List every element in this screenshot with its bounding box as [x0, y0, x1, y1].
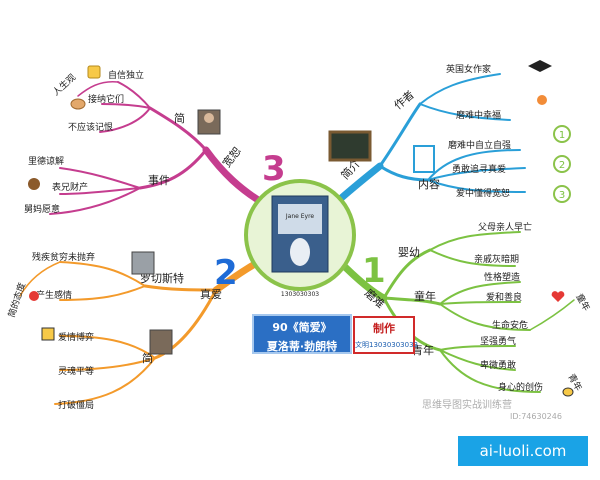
svg-text:1: 1: [559, 130, 565, 141]
thumbs-up-icon: [87, 65, 101, 79]
credit-id: 文明13030303033: [355, 341, 418, 349]
content-mark-2: 2: [553, 155, 571, 173]
hardship-youth-side: 童年: [573, 292, 592, 314]
hardship-youth-item-3: 生命安危: [492, 319, 528, 331]
love-jane-item-2: 灵魂平等: [58, 365, 94, 377]
branch-number-3: 3: [262, 149, 286, 189]
intro-content-item-3: 爱中懂得宽恕: [456, 187, 510, 199]
hardship-child-item-1: 父母亲人早亡: [478, 221, 532, 233]
chalkboard-icon: [328, 130, 372, 162]
hardship-child-item-2: 亲戚灰暗期: [474, 253, 519, 265]
content-mark-1: 1: [553, 125, 571, 143]
heart-icon: [29, 291, 39, 301]
clipboard-icon: [413, 145, 435, 173]
watermark-id: ID:74630246: [510, 412, 562, 421]
site-banner: ai-luoli.com: [458, 436, 588, 466]
love-rochester-item-2: 产生感情: [36, 289, 72, 301]
hardship-teen-item-1: 坚强勇气: [480, 335, 516, 347]
portrait-icon: [149, 329, 173, 355]
forgive-event-item-3: 舅妈愿意: [24, 203, 60, 215]
heart-icon: [551, 291, 565, 302]
intro-content-node: 内容: [418, 177, 440, 191]
svg-text:2: 2: [559, 160, 565, 171]
center-node: Jane Eyre 1303030303: [244, 179, 356, 298]
book-title-text: Jane Eyre: [285, 213, 315, 220]
content-mark-3: 3: [553, 185, 571, 203]
branch-true-love-label: 真爱: [200, 287, 222, 301]
flower-icon: [537, 95, 547, 105]
watermark-text: 思维导图实战训练营: [422, 400, 512, 411]
love-jane-item-3: 打破僵局: [58, 399, 94, 411]
intro-author-item-1: 英国女作家: [446, 63, 491, 75]
book-title-line-1: 90《简爱》: [272, 321, 332, 334]
hardship-youth-node: 童年: [414, 289, 436, 303]
hardship-teen-item-3: 身心的创伤: [498, 381, 543, 393]
intro-content-item-1: 磨难中自立自强: [448, 139, 511, 151]
book-title-line-2: 夏洛蒂·勃朗特: [266, 340, 338, 353]
portrait-icon: [197, 109, 221, 135]
credit-box: 制作 文明13030303033: [353, 316, 418, 354]
book-title-box: 90《简爱》 夏洛蒂·勃朗特: [252, 314, 352, 354]
branch-number-1: 1: [362, 251, 386, 291]
love-rochester-side: 简的态度: [5, 281, 28, 319]
love-rochester-item-1: 残疾贫穷未抛弃: [32, 251, 95, 263]
money-bag-icon: [28, 178, 40, 190]
forgive-jane-side: 人生观: [50, 71, 78, 98]
couple-icon: [131, 251, 155, 275]
graduation-cap-icon: [528, 60, 552, 72]
forgive-jane-item-2: 接纳它们: [88, 93, 124, 105]
love-jane-node: 简: [142, 351, 153, 365]
forgive-event-item-1: 里德谅解: [28, 155, 64, 167]
hardship-child-node: 婴幼: [398, 246, 420, 259]
credit-label: 制作: [373, 322, 395, 335]
bee-icon: [41, 327, 55, 341]
forgive-jane-item-1: 自信独立: [108, 69, 144, 81]
forgive-event-item-2: 表兄财产: [52, 181, 88, 193]
svg-text:3: 3: [559, 190, 565, 201]
forgive-jane-item-3: 不应该记恨: [68, 121, 113, 133]
intro-author-item-2: 磨难中幸福: [456, 109, 501, 121]
forgive-jane-node: 简: [174, 111, 185, 125]
hardship-teen-item-2: 卑微勇敢: [480, 359, 516, 371]
hardship-youth-item-2: 爱和善良: [486, 291, 522, 303]
handshake-icon: [70, 98, 86, 110]
bee-icon: [562, 387, 574, 397]
love-jane-item-1: 爱情博弈: [58, 331, 94, 343]
forgive-event-node: 事件: [148, 174, 170, 187]
intro-content-item-2: 勇敢追寻真爱: [452, 163, 506, 175]
hardship-teen-node: 青年: [412, 343, 434, 357]
branch-number-2: 2: [214, 253, 238, 293]
intro-author-node: 作者: [392, 88, 417, 112]
book-caption: 1303030303: [281, 291, 319, 298]
hardship-youth-item-1: 性格塑造: [484, 271, 520, 283]
